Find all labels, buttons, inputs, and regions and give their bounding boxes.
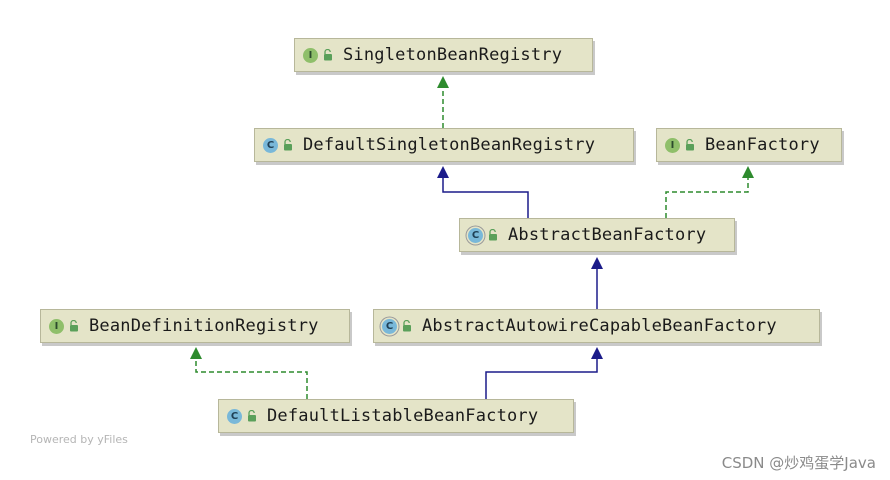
unlock-icon	[248, 410, 256, 422]
node-label: BeanDefinitionRegistry	[89, 316, 319, 336]
edge-extends-abf-dsbr	[442, 178, 529, 218]
arrowhead-aacbf	[591, 347, 603, 359]
edge-extends-dlbf-aacbf	[485, 359, 598, 399]
unlock-icon	[284, 139, 292, 151]
arrowhead-bf	[742, 166, 754, 178]
powered-by-footnote: Powered by yFiles	[30, 433, 128, 446]
node-label: SingletonBeanRegistry	[343, 45, 563, 65]
interface-icon: I	[665, 137, 680, 153]
unlock-icon	[324, 49, 332, 61]
node-abstract-autowire-capable-bean-factory[interactable]: C AbstractAutowireCapableBeanFactory	[373, 309, 820, 343]
class-icon: C	[263, 137, 278, 153]
node-label: AbstractBeanFactory	[508, 225, 707, 245]
arrowhead-bdr	[190, 347, 202, 359]
unlock-icon	[489, 229, 497, 241]
interface-icon: I	[303, 47, 318, 63]
unlock-icon	[686, 139, 694, 151]
class-icon: C	[227, 408, 242, 424]
interface-icon: I	[49, 318, 64, 334]
watermark: CSDN @炒鸡蛋学Java	[721, 454, 876, 472]
node-label: BeanFactory	[705, 135, 820, 155]
node-default-singleton-bean-registry[interactable]: C DefaultSingletonBeanRegistry	[254, 128, 634, 162]
arrowhead-sbr	[437, 76, 449, 88]
abstract-class-icon: C	[382, 318, 397, 334]
node-abstract-bean-factory[interactable]: C AbstractBeanFactory	[459, 218, 735, 252]
arrowhead-dsbr	[437, 166, 449, 178]
edge-implements-dlbf-bdr	[195, 359, 308, 399]
unlock-icon	[70, 320, 78, 332]
node-label: DefaultSingletonBeanRegistry	[303, 135, 596, 155]
node-default-listable-bean-factory[interactable]: C DefaultListableBeanFactory	[218, 399, 574, 433]
arrowhead-abf	[591, 257, 603, 269]
edge-implements-abf-bf	[665, 178, 749, 218]
node-singleton-bean-registry[interactable]: I SingletonBeanRegistry	[294, 38, 593, 72]
abstract-class-icon: C	[468, 227, 483, 243]
node-bean-factory[interactable]: I BeanFactory	[656, 128, 842, 162]
node-bean-definition-registry[interactable]: I BeanDefinitionRegistry	[40, 309, 350, 343]
node-label: DefaultListableBeanFactory	[267, 406, 539, 426]
node-label: AbstractAutowireCapableBeanFactory	[422, 316, 777, 336]
unlock-icon	[403, 320, 411, 332]
